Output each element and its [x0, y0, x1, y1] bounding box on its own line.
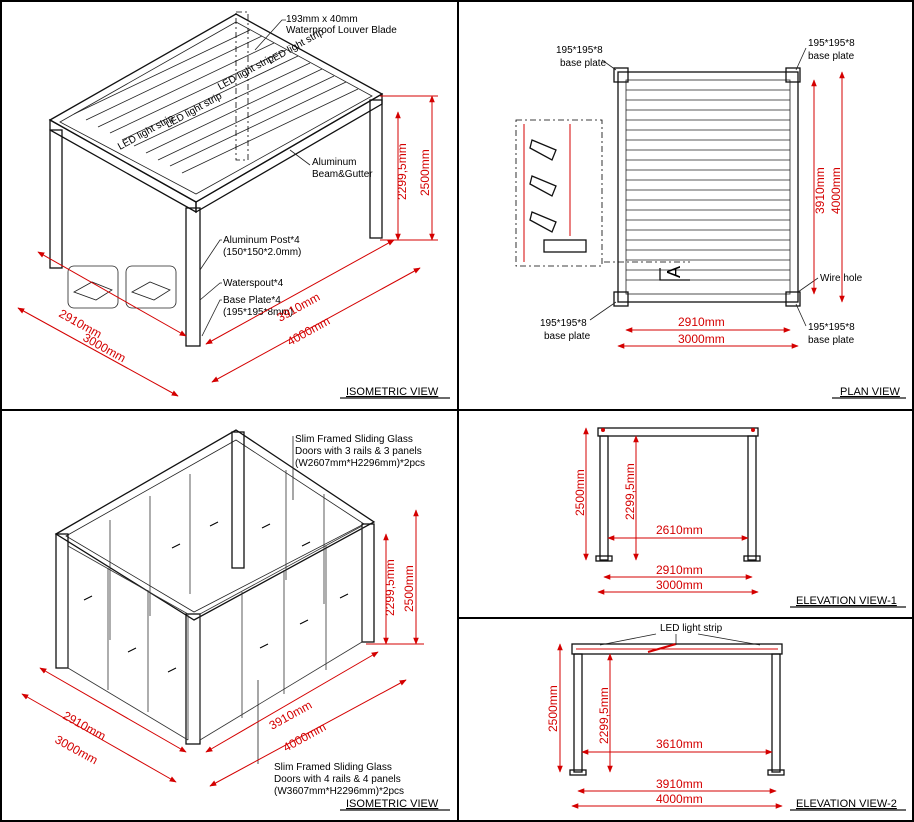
- iso1-post-right: [369, 99, 383, 239]
- elev1-dim-2610-text: 2610mm: [656, 523, 703, 537]
- plan-louvers: [626, 89, 790, 281]
- plan-plate-br-label: 195*195*8: [808, 322, 855, 333]
- iso2-view-label: ISOMETRIC VIEW: [346, 798, 439, 810]
- iso1-spout-label: Waterspout*4: [223, 278, 284, 289]
- elev1-view-label: ELEVATION VIEW-1: [796, 595, 897, 607]
- iso1-post-front: [185, 207, 201, 347]
- iso1-beam-label: Aluminum: [312, 157, 356, 168]
- plan-plate-tl: [613, 67, 629, 83]
- plan-plate-tr-label: 195*195*8: [808, 38, 855, 49]
- elev2-beam: [571, 643, 783, 655]
- iso1-louver-label: 193mm x 40mm: [286, 14, 358, 25]
- plan-plate-bl: [613, 291, 629, 307]
- plan-plate-tr-label-2: base plate: [808, 51, 855, 62]
- plan-section-label: A: [664, 266, 684, 278]
- elev1-dim-2910-text: 2910mm: [656, 563, 703, 577]
- elev1-dim-2299-text: 2299,5mm: [623, 463, 637, 520]
- iso2-dim-4000-text: 4000mm: [281, 720, 329, 755]
- iso2-post-left: [55, 533, 69, 669]
- iso2-door-handles: [83, 521, 349, 673]
- plan-dim-2910-text: 2910mm: [678, 315, 725, 329]
- iso1-view-label: ISOMETRIC VIEW: [346, 386, 439, 398]
- elev2-dim-2299-text: 2299,5mm: [597, 687, 611, 744]
- elev1-dim-2500-text: 2500mm: [573, 469, 587, 516]
- plan-dim-3910-text: 3910mm: [813, 167, 827, 214]
- plan-view-label: PLAN VIEW: [840, 386, 901, 398]
- iso1-base-plate-detail-1: [67, 265, 119, 309]
- iso1-roof-inner: [59, 21, 373, 195]
- iso1-dim-3000-text: 3000mm: [81, 330, 129, 365]
- plan-plate-tr: [785, 67, 801, 83]
- elev2-view-label: ELEVATION VIEW-2: [796, 798, 897, 810]
- plan-dim-4000-text: 4000mm: [829, 167, 843, 214]
- iso2-door3-label-1: Slim Framed Sliding Glass: [295, 434, 413, 445]
- iso1-post-left: [49, 129, 63, 269]
- elevation-view-2: LED light strip 2500mm 2299,5mm 3610mm 3…: [546, 623, 906, 811]
- elev1-post-left: [599, 435, 609, 561]
- elev2-post-left: [573, 653, 583, 773]
- iso2-glass-panels: [67, 470, 363, 741]
- isometric-view-2: Slim Framed Sliding Glass Doors with 3 r…: [21, 429, 450, 811]
- plan-plate-tl-label-2: base plate: [560, 58, 607, 69]
- elev2-post-right: [771, 653, 781, 773]
- elev1-beam: [597, 427, 759, 437]
- elevation-view-1: 2500mm 2299,5mm 2610mm 2910mm 3000mm ELE…: [573, 427, 906, 608]
- elev2-dim-4000-text: 4000mm: [656, 792, 703, 806]
- elev2-led-label: LED light strip: [660, 623, 723, 634]
- plan-plate-bl-label-2: base plate: [544, 331, 591, 342]
- iso2-door3-label-2: Doors with 3 rails & 3 panels: [295, 446, 422, 457]
- elev1-dim-3000-text: 3000mm: [656, 578, 703, 592]
- plan-dim-3000-text: 3000mm: [678, 332, 725, 346]
- iso2-door4-label-1: Slim Framed Sliding Glass: [274, 762, 392, 773]
- plan-outline: [617, 71, 799, 303]
- iso1-post-back-hidden: [235, 11, 249, 161]
- elev2-dim-3910-text: 3910mm: [656, 777, 703, 791]
- iso1-dim-4000: [211, 267, 421, 383]
- iso2-door4-label-3: (W3607mm*H2296mm)*2pcs: [274, 786, 404, 797]
- iso1-post-label: Aluminum Post*4: [223, 235, 300, 246]
- iso2-door4-label-2: Doors with 4 rails & 4 panels: [274, 774, 401, 785]
- iso1-base-plate-detail-2: [125, 265, 177, 309]
- iso2-dim-4000: [209, 679, 407, 787]
- iso2-dim-2500-text: 2500mm: [402, 565, 416, 612]
- iso1-dim-3000: [17, 307, 179, 397]
- plan-section-detail: [515, 119, 603, 267]
- iso1-louver-label-2: Waterproof Louver Blade: [286, 25, 397, 36]
- iso1-beam-label-2: Beam&Gutter: [312, 169, 373, 180]
- iso1-led-label-2: LED light strip: [164, 91, 224, 131]
- elev2-dim-3610-text: 3610mm: [656, 737, 703, 751]
- iso2-post-right: [361, 523, 375, 643]
- iso1-plate-label: Base Plate*4: [223, 295, 281, 306]
- plan-inner: [625, 79, 791, 295]
- iso1-louver-blades: [73, 29, 359, 174]
- iso1-dim-2500-text: 2500mm: [418, 149, 432, 196]
- plan-plate-bl-label: 195*195*8: [540, 318, 587, 329]
- plan-plate-br: [785, 291, 801, 307]
- plan-wire-hole-label: Wire hole: [820, 273, 863, 284]
- iso2-dim-3000: [21, 693, 177, 783]
- iso1-dim-2299-text: 2299,5mm: [395, 143, 409, 200]
- iso1-post-label-2: (150*150*2.0mm): [223, 247, 301, 258]
- elev1-post-right: [747, 435, 757, 561]
- iso2-door3-label-3: (W2607mm*H2296mm)*2pcs: [295, 458, 425, 469]
- iso2-post-back: [231, 431, 245, 569]
- elev2-dim-2500-text: 2500mm: [546, 685, 560, 732]
- iso1-dim-4000-text: 4000mm: [285, 314, 333, 349]
- iso2-dim-2299-text: 2299,5mm: [383, 559, 397, 616]
- isometric-view-1: LED light strip LED light strip LED ligh…: [17, 11, 450, 399]
- iso1-front-beam: [49, 118, 197, 214]
- plan-plate-br-label-2: base plate: [808, 335, 855, 346]
- plan-plate-tl-label: 195*195*8: [556, 45, 603, 56]
- plan-view: A 195*195*8 base plate 195*195*8 base pl…: [515, 38, 906, 399]
